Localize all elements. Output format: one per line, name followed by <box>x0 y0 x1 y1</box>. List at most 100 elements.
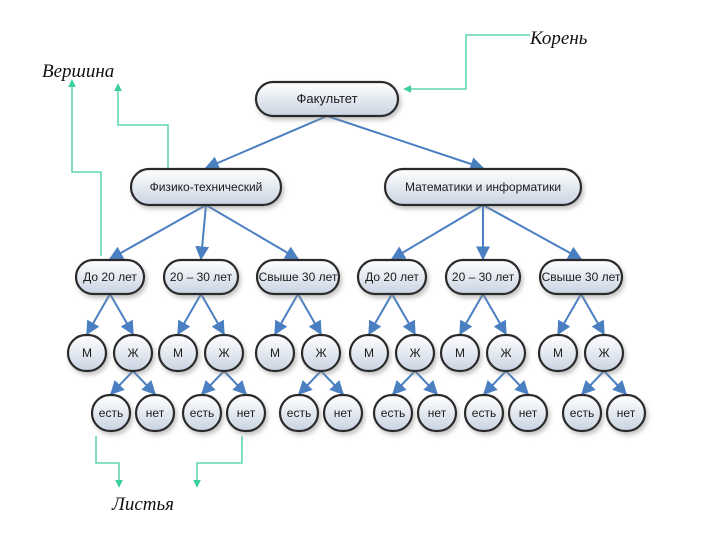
node-gender-1-3-1-label: М <box>270 346 280 360</box>
edge-department-1-age-2 <box>195 204 210 261</box>
edge-gender-1-1-answer-1 <box>110 370 134 396</box>
edge-department-2-age-3 <box>482 204 583 260</box>
node-age-1-2-label: 20 – 30 лет <box>170 270 233 284</box>
edge-gender-2-3-answer-2 <box>603 370 627 396</box>
node-faculty-label: Факультет <box>296 91 357 106</box>
node-answer-2-1-2: нет <box>416 393 458 433</box>
node-age-1-1: До 20 лет <box>74 258 146 296</box>
node-faculty-shape <box>254 80 400 118</box>
vertex-pointer-internal <box>114 83 169 168</box>
node-department-1-shape <box>129 167 283 207</box>
node-gender-1-3-2: Ж <box>300 333 342 373</box>
node-answer-2-2-2-shape <box>507 393 549 433</box>
node-answer-2-1-1: есть <box>372 393 414 433</box>
node-age-1-1-shape <box>74 258 146 296</box>
edge-gender-1-3-answer-1 <box>298 370 322 396</box>
edge-gender-2-1-answer-2 <box>414 370 438 396</box>
node-department-1: Физико-технический <box>129 167 283 207</box>
node-age-2-2: 20 – 30 лет <box>444 258 522 296</box>
edge-age-1-2-gender-2 <box>200 293 225 336</box>
edge-gender-2-3-answer-1 <box>581 370 605 396</box>
node-gender-1-3-1-shape <box>254 333 296 373</box>
node-gender-2-3-2: Ж <box>583 333 625 373</box>
node-age-1-3-label: Свыше 30 лет <box>259 270 338 284</box>
node-gender-1-1-2: Ж <box>112 333 154 373</box>
node-gender-1-1-1-label: М <box>82 346 92 360</box>
edge-age-2-1-gender-1 <box>368 293 393 336</box>
node-department-2: Математики и информатики <box>383 167 583 207</box>
node-answer-1-1-2: нет <box>134 393 176 433</box>
node-gender-2-1-2-shape <box>394 333 436 373</box>
node-gender-2-1-1-label: М <box>364 346 374 360</box>
node-answer-1-3-1-shape <box>278 393 320 433</box>
node-answer-2-2-1-shape <box>463 393 505 433</box>
node-answer-2-1-2-label: нет <box>428 406 447 420</box>
leaves-pointer-left <box>95 436 123 488</box>
tree-edges <box>86 115 627 396</box>
node-answer-1-1-2-label: нет <box>146 406 165 420</box>
node-age-1-2: 20 – 30 лет <box>162 258 240 296</box>
node-answer-1-2-1-label: есть <box>190 406 214 420</box>
edge-gender-1-1-answer-2 <box>132 370 156 396</box>
node-answer-2-1-2-shape <box>416 393 458 433</box>
node-answer-1-3-2-label: нет <box>334 406 353 420</box>
node-gender-1-1-1: М <box>66 333 108 373</box>
vertex-pointer-leaf <box>68 79 102 256</box>
node-answer-2-2-2-label: нет <box>519 406 538 420</box>
edge-gender-1-2-answer-2 <box>223 370 247 396</box>
node-age-2-1-label: До 20 лет <box>365 270 419 284</box>
node-age-1-1-label: До 20 лет <box>83 270 137 284</box>
node-answer-1-1-2-shape <box>134 393 176 433</box>
node-age-2-3-shape <box>538 258 624 296</box>
edge-age-2-1-gender-2 <box>391 293 416 336</box>
node-gender-1-3-1: М <box>254 333 296 373</box>
edge-gender-1-3-answer-2 <box>320 370 344 396</box>
edge-department-1-age-3 <box>205 204 300 260</box>
node-gender-2-3-2-shape <box>583 333 625 373</box>
node-answer-1-2-2: нет <box>225 393 267 433</box>
node-answer-1-3-2: нет <box>322 393 364 433</box>
node-answer-2-2-2: нет <box>507 393 549 433</box>
node-answer-2-3-2-label: нет <box>617 406 636 420</box>
node-answer-2-2-1-label: есть <box>472 406 496 420</box>
node-answer-1-2-1-shape <box>181 393 223 433</box>
edge-age-1-1-gender-1 <box>86 293 111 336</box>
node-age-2-1: До 20 лет <box>356 258 428 296</box>
node-answer-1-1-1-label: есть <box>99 406 123 420</box>
vertex-label: Вершина <box>42 61 114 82</box>
node-answer-1-3-2-shape <box>322 393 364 433</box>
node-gender-2-2-2-shape <box>485 333 527 373</box>
edge-gender-2-2-answer-2 <box>505 370 529 396</box>
node-age-2-3: Свыше 30 лет <box>538 258 624 296</box>
node-answer-2-3-1-label: есть <box>570 406 594 420</box>
node-answer-1-2-2-label: нет <box>237 406 256 420</box>
node-gender-2-3-2-label: Ж <box>598 346 609 360</box>
node-answer-2-3-1-shape <box>561 393 603 433</box>
node-answer-2-2-1: есть <box>463 393 505 433</box>
leaves-pointer-right <box>193 436 243 488</box>
edge-gender-1-2-answer-1 <box>201 370 225 396</box>
node-answer-1-1-1-shape <box>90 393 132 433</box>
node-answer-1-3-1-label: есть <box>287 406 311 420</box>
node-gender-2-2-1: М <box>439 333 481 373</box>
node-answer-2-3-1: есть <box>561 393 603 433</box>
edge-age-1-1-gender-2 <box>109 293 134 336</box>
node-answer-1-1-1: есть <box>90 393 132 433</box>
edge-department-2-age-1 <box>390 204 484 260</box>
root-label: Корень <box>529 28 588 49</box>
node-answer-2-1-1-shape <box>372 393 414 433</box>
leaves-label: Листья <box>111 494 174 515</box>
edge-age-2-2-gender-2 <box>482 293 507 336</box>
node-gender-1-2-2-shape <box>203 333 245 373</box>
node-age-2-1-shape <box>356 258 428 296</box>
edge-gender-2-2-answer-1 <box>483 370 507 396</box>
node-gender-1-3-2-label: Ж <box>315 346 326 360</box>
node-gender-2-1-1: М <box>348 333 390 373</box>
node-gender-1-1-2-shape <box>112 333 154 373</box>
node-age-1-3-shape <box>255 258 341 296</box>
node-gender-1-1-1-shape <box>66 333 108 373</box>
edge-gender-2-1-answer-1 <box>392 370 416 396</box>
edge-age-2-2-gender-1 <box>459 293 484 336</box>
